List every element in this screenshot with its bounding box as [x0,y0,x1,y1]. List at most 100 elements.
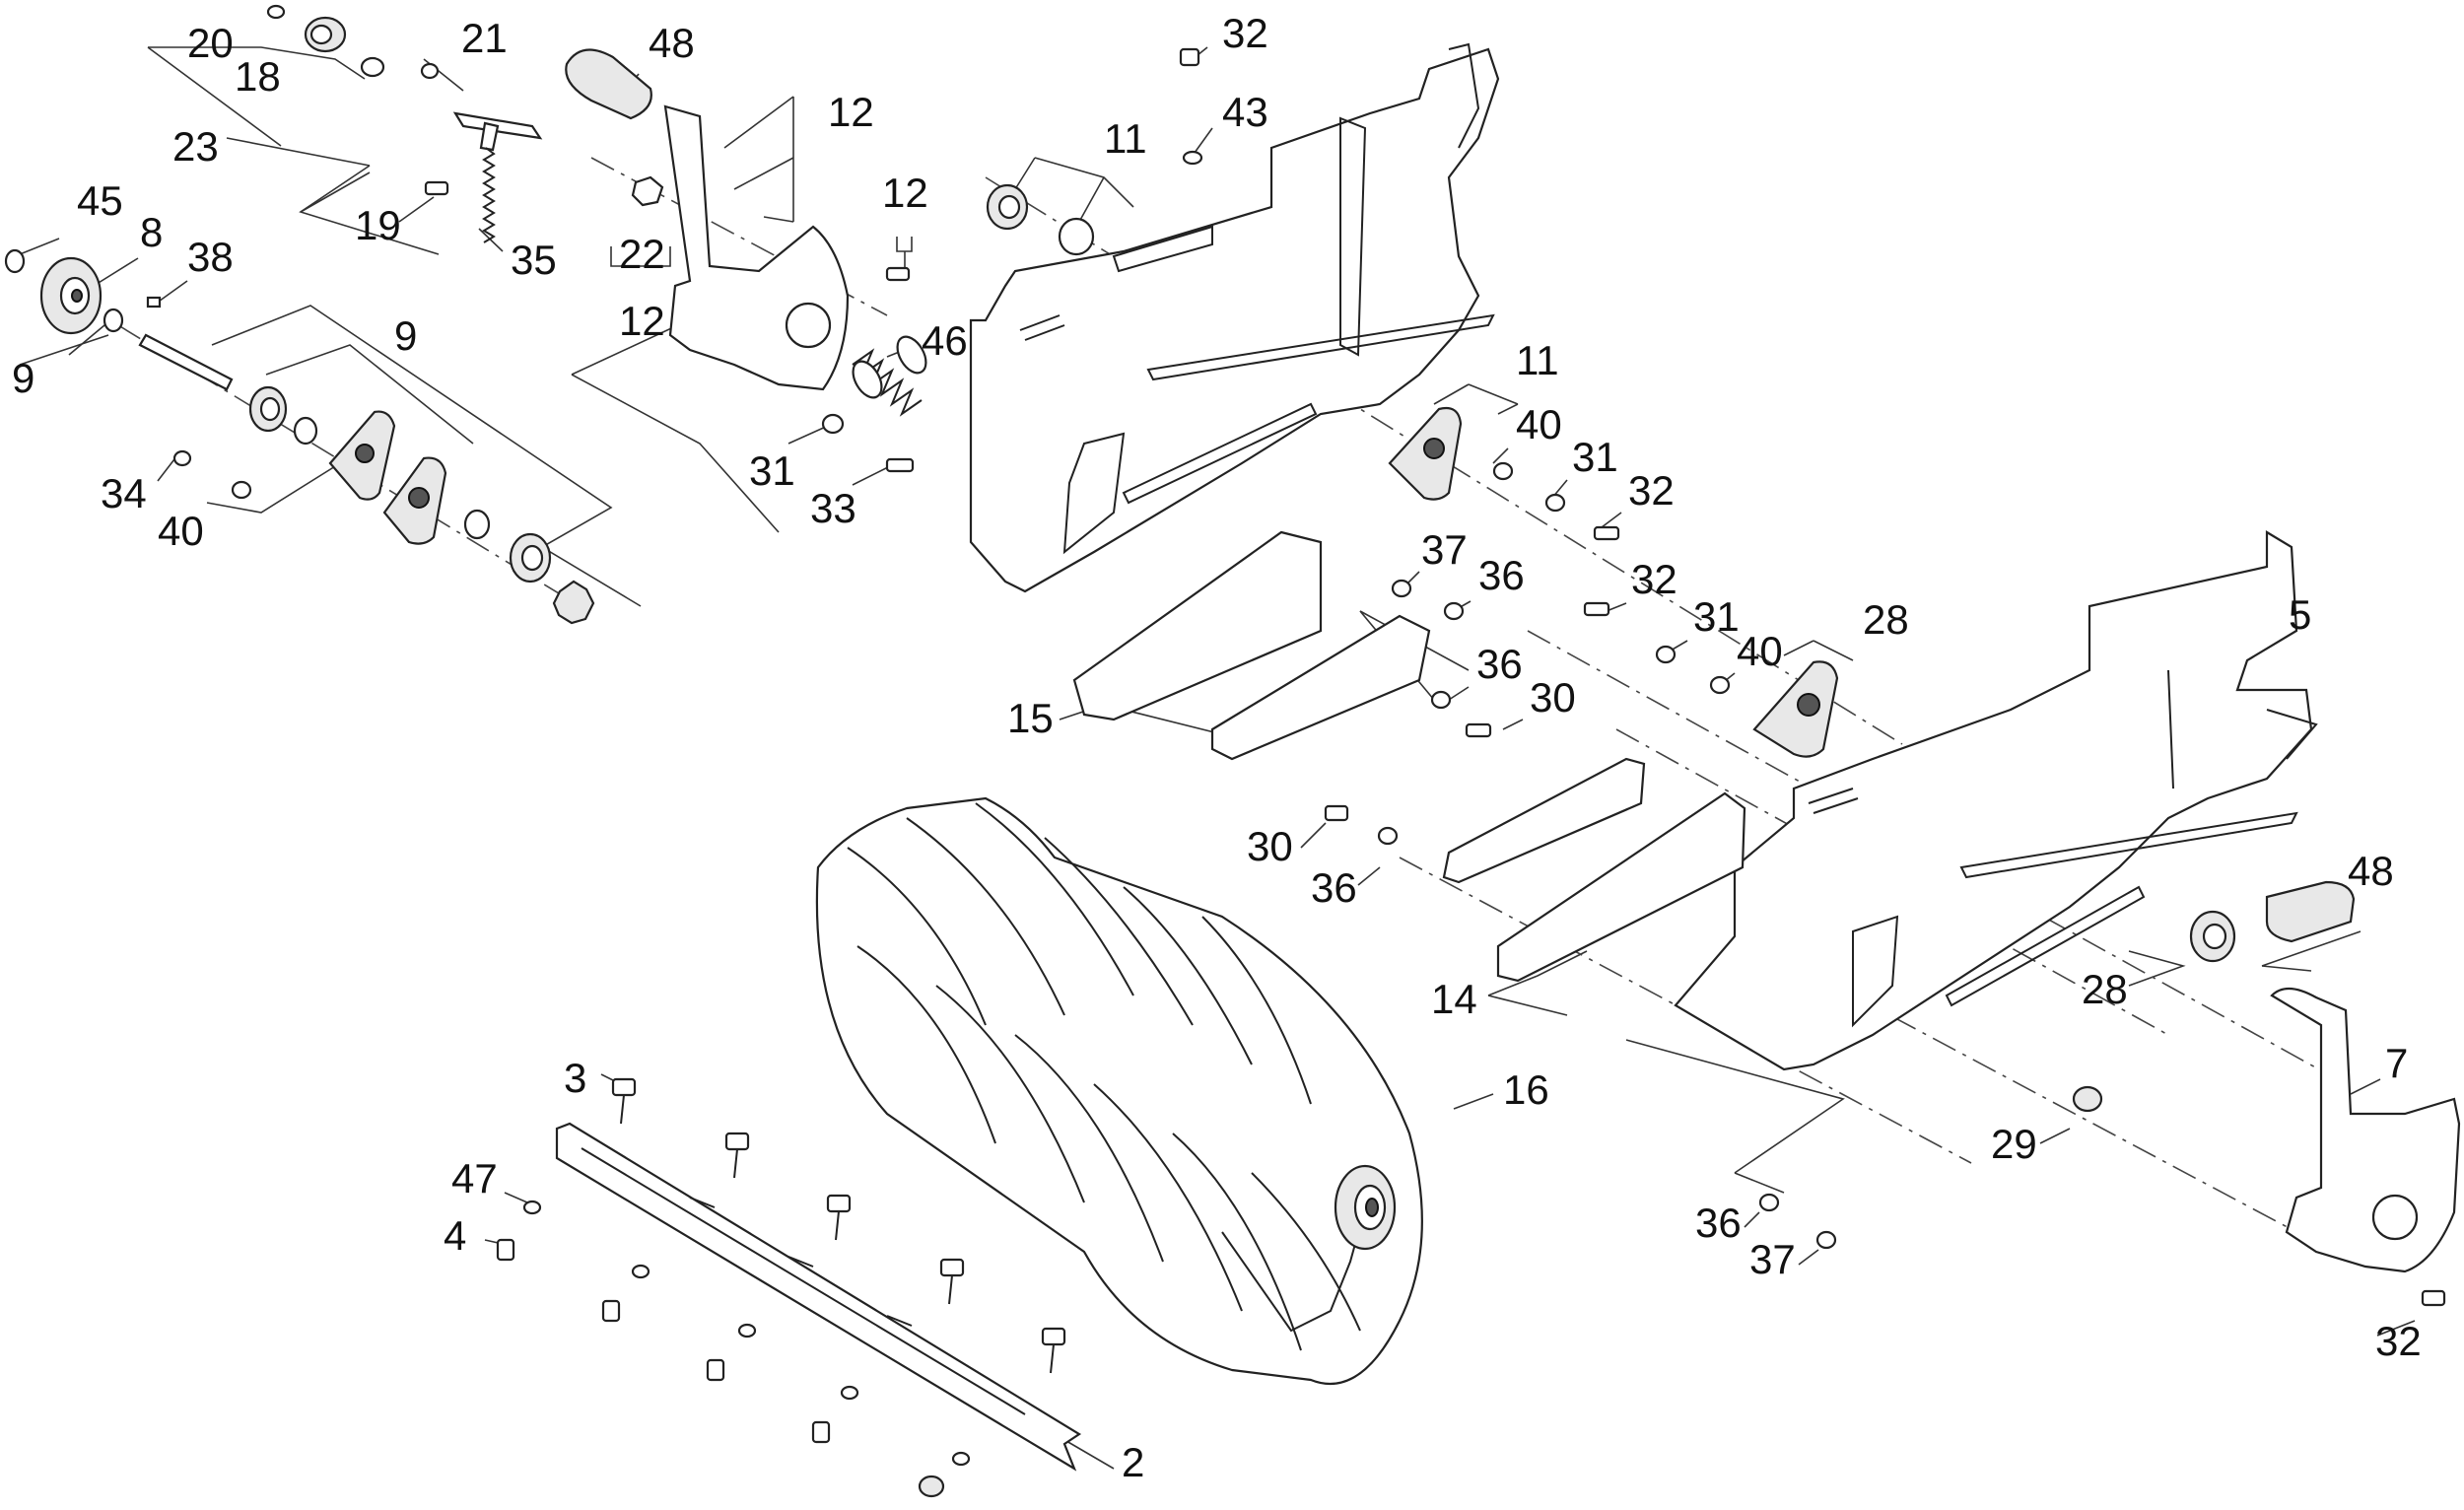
callout-33: 33 [810,485,856,531]
part-flange-left-1 [328,410,396,501]
part-12-screw [885,266,911,282]
callout-40: 40 [1516,401,1562,447]
part-47-4-washers-nuts [496,1200,971,1498]
callout-31: 31 [1572,434,1618,480]
callout-22: 22 [619,231,665,277]
callout-36: 36 [1695,1200,1742,1246]
part-35-spring [482,147,496,243]
part-washer-left-1 [293,416,318,446]
callout-8: 8 [140,209,163,255]
part-46-spring [852,335,927,417]
callout-21: 21 [461,15,508,61]
callout-31: 31 [1693,593,1740,640]
callout-32: 32 [2375,1318,2422,1364]
callout-16: 16 [1503,1066,1549,1113]
part-32-screw-top [1179,47,1203,166]
part-45-circlip [4,248,26,274]
callout-45: 45 [77,177,123,224]
callout-18: 18 [235,53,281,100]
callout-48: 48 [649,20,695,66]
callout-47: 47 [451,1155,498,1201]
callout-11: 11 [1516,337,1559,383]
part-hardware-right-upper [1492,461,1620,541]
part-bearing-left-1 [248,385,288,433]
part-34-nut [172,449,192,467]
callout-34: 34 [101,470,147,516]
part-flange-right-upper [1388,406,1463,501]
callout-7: 7 [2385,1040,2408,1086]
part-31-washer-left [821,413,845,435]
part-circlip-shaft [103,308,124,333]
callout-48: 48 [2348,848,2394,894]
callout-9: 9 [12,355,34,401]
part-38-key [146,296,162,309]
part-8-pulley [39,256,103,335]
part-washer-small [360,56,385,78]
callout-36: 36 [1476,641,1523,687]
callout-14: 14 [1431,976,1477,1022]
part-29-spacer [2072,1085,2103,1113]
part-hardware-37-36 [1391,579,1492,738]
callout-3: 3 [564,1055,586,1101]
callout-2: 2 [1122,1439,1144,1485]
part-48-grip-right [2265,880,2356,943]
callout-29: 29 [1991,1121,2037,1167]
callout-36: 36 [1478,552,1525,598]
part-48-grip-top [565,48,652,120]
part-36-37-hardware-bottom [1758,1193,2446,1307]
callout-20: 20 [187,20,234,66]
callout-31: 31 [749,447,795,494]
callout-19: 19 [355,202,401,248]
part-40-washer-left [231,480,252,500]
part-11-bearing-top [986,183,1095,256]
part-washer-left-2 [463,509,491,540]
callout-40: 40 [1737,628,1783,674]
callout-37: 37 [1421,526,1468,573]
part-28-flange-right [1583,601,1839,758]
callout-5: 5 [2289,591,2311,638]
part-14-scraper-lower [1442,757,1746,983]
callout-9: 9 [394,312,417,359]
callout-12: 12 [619,298,665,344]
callout-28: 28 [1863,596,1909,643]
part-nut-hex-left [631,175,664,207]
part-19-bolt [424,180,449,196]
part-33-bolt [885,457,915,473]
callout-12: 12 [882,170,928,216]
part-28-bearing-right [2189,910,2236,963]
part-lever-t [452,111,543,152]
part-upper-side-plate [969,42,1500,593]
callout-32: 32 [1222,10,1268,56]
part-star-nut [552,580,595,625]
callout-43: 43 [1222,89,1268,135]
callout-23: 23 [172,123,219,170]
callout-32: 32 [1628,467,1675,514]
part-5-lower-side-plate [1674,530,2318,1071]
part-shaft [138,333,234,391]
part-flange-left-2 [382,456,447,545]
part-lever-arm-left [663,104,850,391]
part-30-36-hardware-lower [1324,804,1399,846]
callout-36: 36 [1311,864,1357,911]
part-21-nut [420,62,440,80]
part-3-bolts [611,1077,1066,1374]
callout-32: 32 [1631,556,1677,602]
part-20-washer [266,4,286,20]
part-2-scraper-blade [555,1122,1082,1472]
callout-35: 35 [511,237,557,283]
part-bearing-left-2 [509,532,552,583]
callout-4: 4 [444,1212,466,1259]
part-16-auger-rotor [815,796,1423,1385]
callout-38: 38 [187,234,234,280]
part-7-lever-arm-right [2270,987,2461,1273]
part-15-scraper-upper [1072,530,1431,761]
callout-30: 30 [1247,823,1293,869]
callout-37: 37 [1749,1236,1796,1282]
callout-40: 40 [158,508,204,554]
callout-15: 15 [1007,695,1054,741]
callout-12: 12 [828,89,874,135]
callout-46: 46 [922,317,968,364]
callout-30: 30 [1530,674,1576,721]
